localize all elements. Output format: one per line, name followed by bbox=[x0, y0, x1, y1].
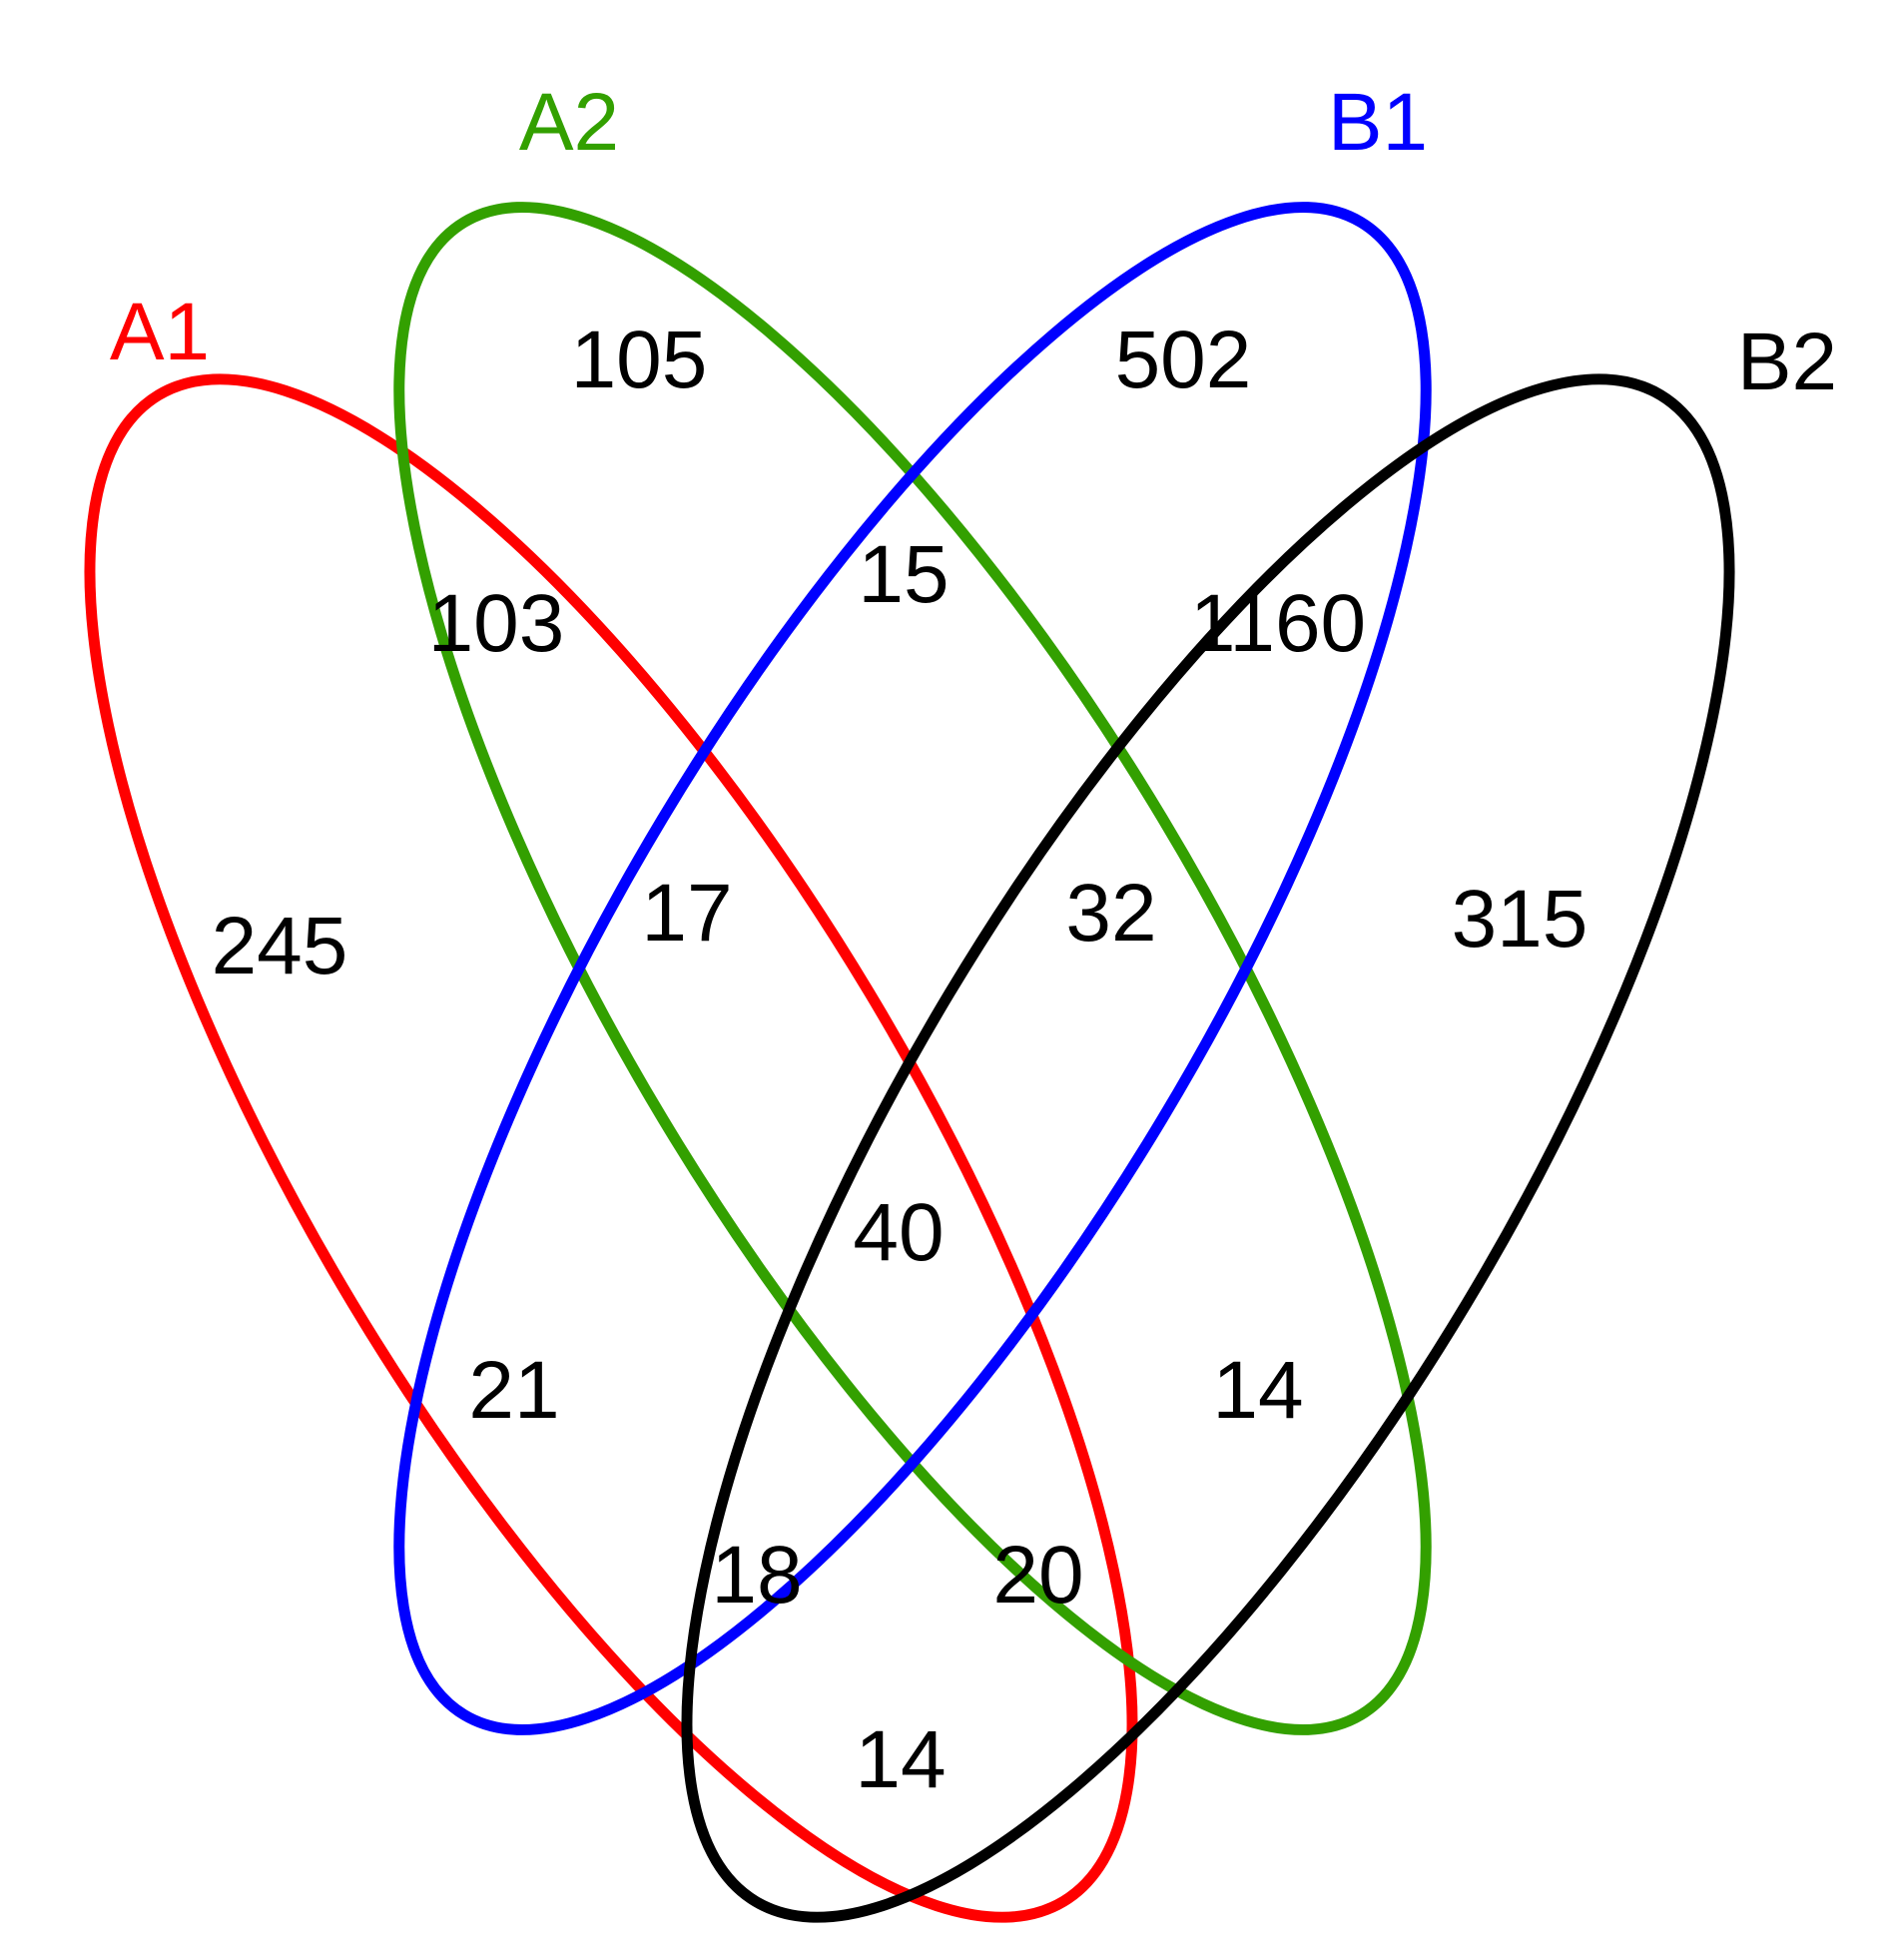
region-count-b1-b2: 1160 bbox=[1190, 578, 1366, 669]
set-label-a1: A1 bbox=[110, 287, 210, 377]
region-count-b1-only: 502 bbox=[1115, 315, 1252, 405]
region-count-a1-b2: 14 bbox=[855, 1714, 946, 1805]
region-count-a1-b1: 21 bbox=[468, 1345, 559, 1436]
region-count-all-four: 40 bbox=[853, 1187, 944, 1278]
set-outlines bbox=[84, 202, 1735, 1923]
region-count-a1-a2-b1: 17 bbox=[641, 868, 732, 959]
set-label-b1: B1 bbox=[1328, 77, 1428, 168]
set-ellipse-a2 bbox=[393, 202, 1432, 1735]
region-count-a2-b1: 15 bbox=[858, 529, 949, 620]
region-count-b2-only: 315 bbox=[1452, 874, 1588, 965]
region-count-a1-a2: 103 bbox=[428, 578, 565, 669]
set-ellipse-b1 bbox=[393, 202, 1432, 1735]
set-labels: A1 A2 B1 B2 bbox=[110, 77, 1837, 407]
set-label-a2: A2 bbox=[519, 77, 619, 168]
region-count-a2-only: 105 bbox=[571, 315, 708, 405]
region-count-a2-b1-b2: 32 bbox=[1065, 868, 1156, 959]
region-counts: 245 105 502 315 103 15 1160 17 32 40 21 … bbox=[212, 315, 1588, 1805]
set-ellipse-b2 bbox=[681, 373, 1735, 1923]
region-count-a1-b1-b2: 18 bbox=[711, 1530, 802, 1621]
set-ellipse-a1 bbox=[84, 373, 1138, 1923]
region-count-a2-b2: 14 bbox=[1212, 1345, 1303, 1436]
set-label-b2: B2 bbox=[1737, 317, 1837, 407]
region-count-a1-only: 245 bbox=[212, 901, 348, 991]
region-count-a1-a2-b2: 20 bbox=[992, 1530, 1083, 1621]
